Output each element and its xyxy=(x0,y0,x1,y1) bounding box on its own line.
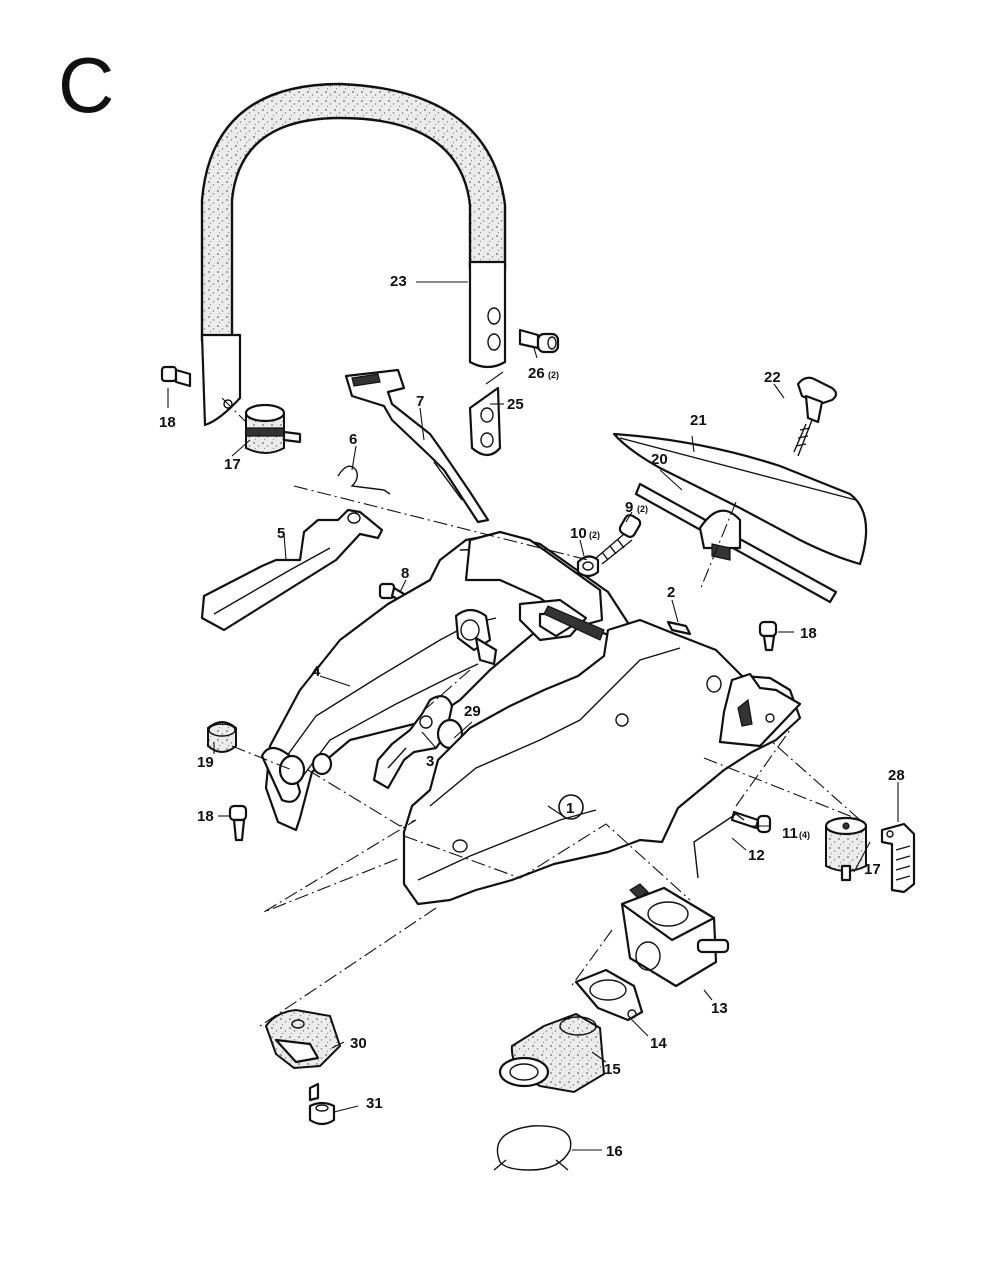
part-throttle-rod xyxy=(344,368,490,524)
callout-18-bottom-left: 18 xyxy=(197,808,214,825)
callout-5: 5 xyxy=(277,525,285,542)
section-letter: C xyxy=(58,41,114,129)
part-mount-30 xyxy=(264,1008,342,1070)
callout-11-qty: (4) xyxy=(799,830,810,840)
callout-11: 11 xyxy=(782,825,798,842)
part-handle-screw xyxy=(518,328,560,354)
callout-16: 16 xyxy=(606,1143,623,1160)
part-intake-boot xyxy=(498,1012,606,1094)
callout-9: 9 xyxy=(625,499,633,516)
callout-circle-1 xyxy=(558,794,584,820)
part-flange-14 xyxy=(574,968,644,1022)
callout-30: 30 xyxy=(350,1035,367,1052)
callout-23: 23 xyxy=(390,273,407,290)
alignment-lines xyxy=(221,397,861,1027)
callout-26: 26 xyxy=(528,365,545,382)
part-washer-10 xyxy=(576,555,600,578)
callout-18-top-left: 18 xyxy=(159,414,176,431)
callout-29: 29 xyxy=(464,703,481,720)
part-screw-18-top-left xyxy=(160,365,192,388)
callout-7: 7 xyxy=(416,393,424,410)
callout-10-qty: (2) xyxy=(589,530,600,540)
part-rubber-mount-17-left xyxy=(244,403,302,454)
callout-18-right: 18 xyxy=(800,625,817,642)
callout-17-left: 17 xyxy=(224,456,241,473)
callout-26-qty: (2) xyxy=(548,370,559,380)
part-spring-clip xyxy=(337,465,391,495)
callout-12: 12 xyxy=(748,847,765,864)
callout-31: 31 xyxy=(366,1095,383,1112)
part-handle-frame xyxy=(260,530,632,832)
callout-21: 21 xyxy=(690,412,707,429)
callout-14: 14 xyxy=(650,1035,667,1052)
part-front-handle-bar xyxy=(200,82,507,427)
callout-17-right: 17 xyxy=(864,861,881,878)
callout-22: 22 xyxy=(764,369,781,386)
callout-9-qty: (2) xyxy=(637,504,648,514)
callout-4: 4 xyxy=(312,663,321,680)
part-handle-plate xyxy=(468,386,502,457)
callout-28: 28 xyxy=(888,767,905,784)
part-rubber-mount-17-right xyxy=(824,816,868,882)
callout-6: 6 xyxy=(349,431,357,448)
part-screw-18-right xyxy=(758,620,778,652)
callout-labels: 1 2 3 4 5 6 7 8 9 (2) 10 (2) 11 (4) 12 1… xyxy=(159,273,905,1160)
part-guide-rail xyxy=(634,482,838,604)
part-cover-plate xyxy=(612,432,868,566)
part-bolt-9 xyxy=(595,514,642,565)
callout-10: 10 xyxy=(570,525,587,542)
callout-19: 19 xyxy=(197,754,214,771)
part-cap-19 xyxy=(207,721,237,753)
callout-8: 8 xyxy=(401,565,409,582)
part-shield-guard xyxy=(200,508,384,632)
part-nut-31 xyxy=(308,1082,336,1126)
part-bracket-28 xyxy=(880,822,916,894)
part-engine-housing xyxy=(402,618,802,906)
callout-3: 3 xyxy=(426,753,434,770)
callout-20: 20 xyxy=(651,451,668,468)
part-wire-rod-12 xyxy=(693,813,745,879)
callout-13: 13 xyxy=(711,1000,728,1017)
part-knob-screw xyxy=(793,376,838,457)
part-clip-2 xyxy=(666,620,692,636)
callout-25: 25 xyxy=(507,396,524,413)
part-carburetor xyxy=(620,883,730,988)
callout-15: 15 xyxy=(604,1061,621,1078)
part-hose-clamp xyxy=(493,1125,572,1171)
part-screw-18-bottom-left xyxy=(228,804,248,842)
callout-2: 2 xyxy=(667,584,675,601)
callout-1: 1 xyxy=(566,800,574,817)
